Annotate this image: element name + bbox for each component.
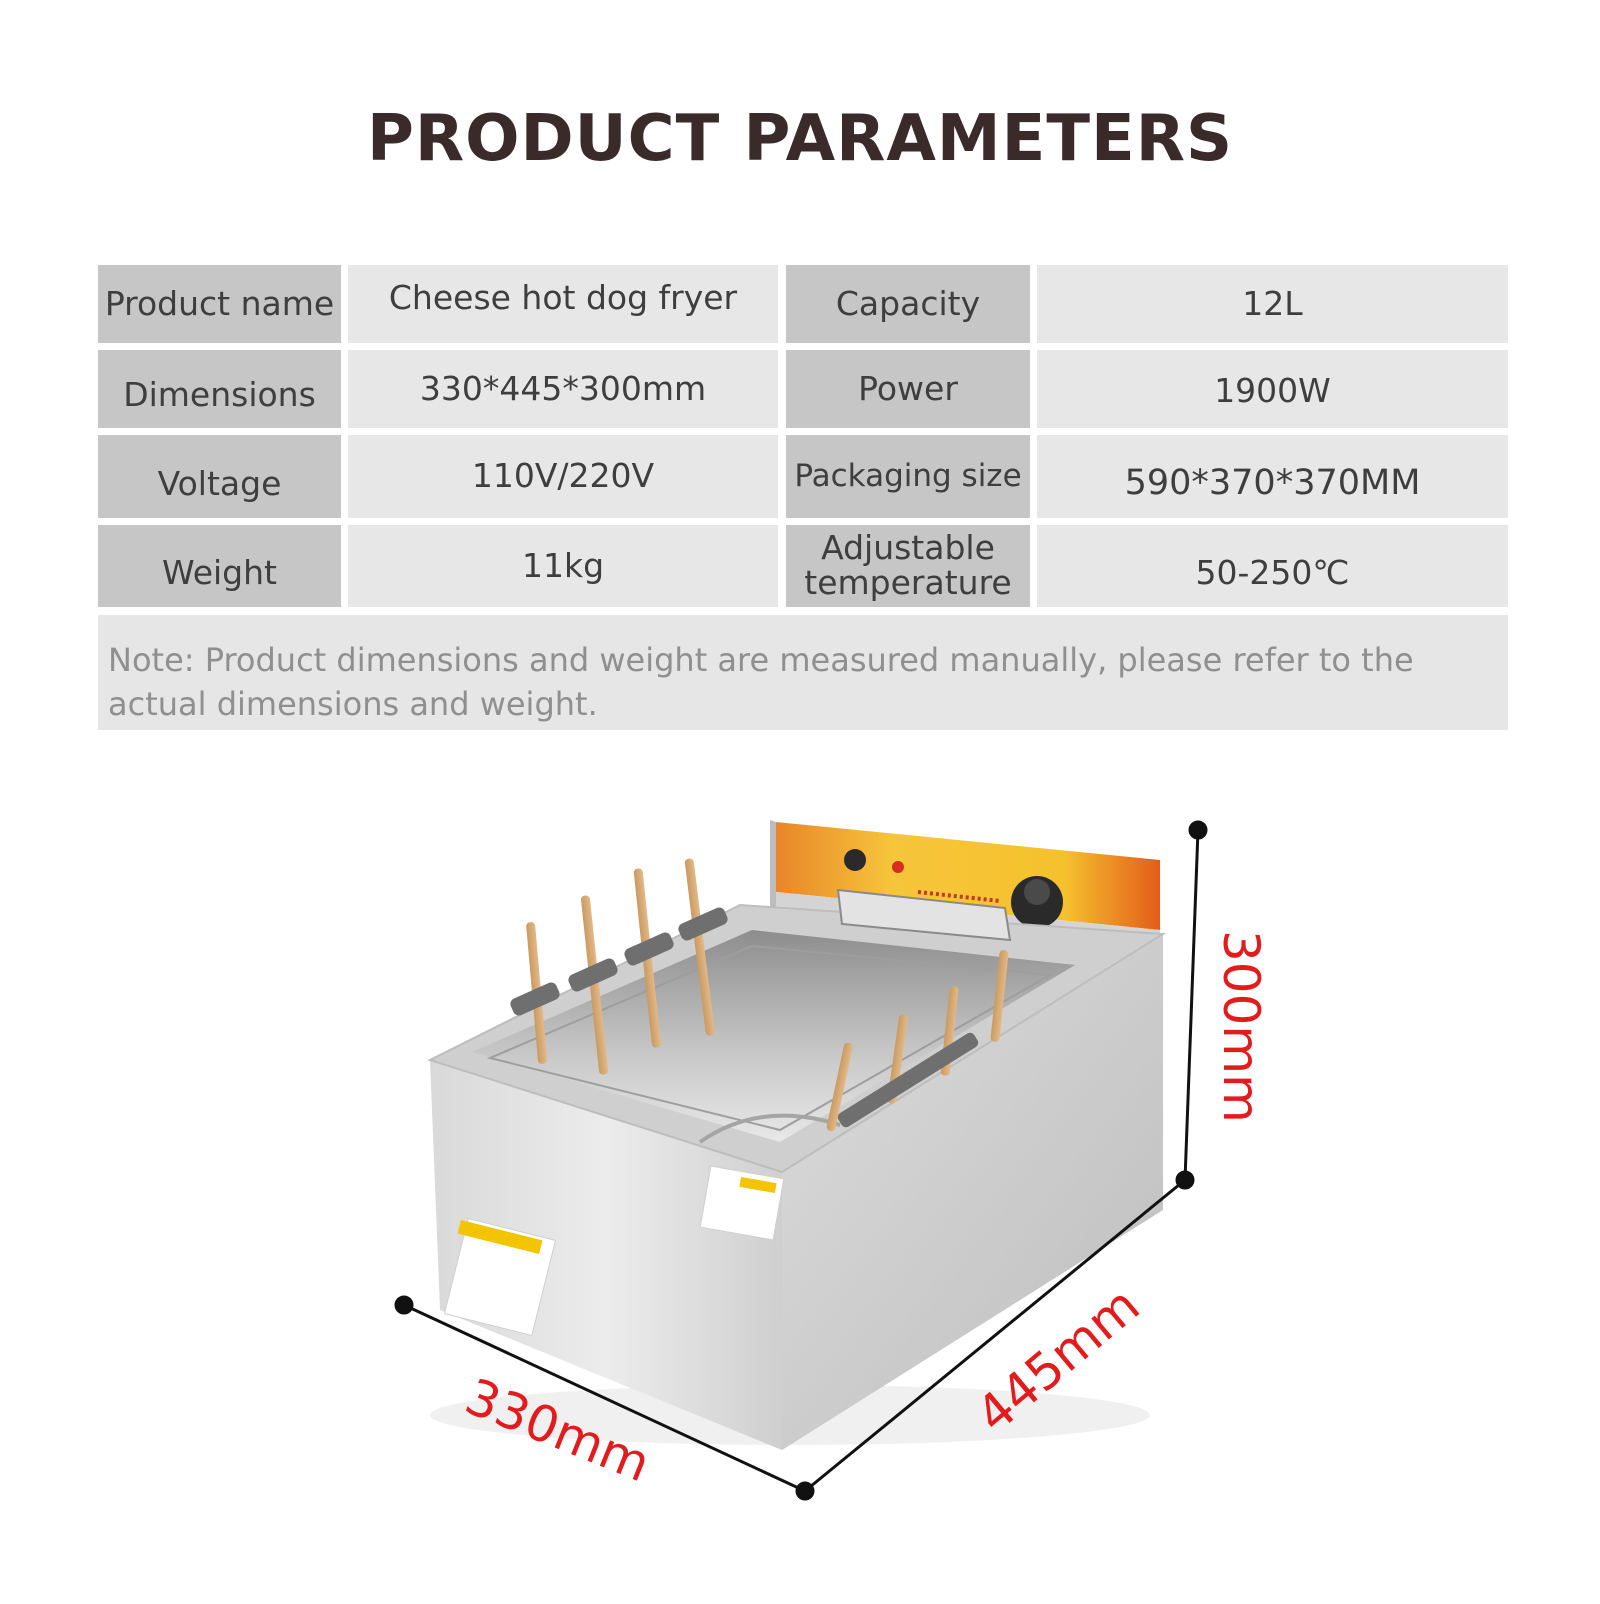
label-power: Power [786,350,1030,428]
parameters-table: Product name Cheese hot dog fryer Capaci… [98,265,1508,730]
value-dimensions: 330*445*300mm [348,350,778,428]
fryer-side-face [782,934,1163,1450]
basket-handle [836,888,1012,942]
label-temperature-line2: temperature [804,563,1012,602]
label-product-name: Product name [98,265,341,343]
oil-tank [472,930,1075,1142]
timer-knob-icon [844,849,866,871]
measurement-note: Note: Product dimensions and weight are … [98,615,1508,730]
page-title: PRODUCT PARAMETERS [366,102,1234,176]
label-dimensions: Dimensions [98,350,341,428]
height-dimension-label: 300mm [1212,930,1270,1123]
label-temperature-line1: Adjustable [821,528,995,568]
product-figure: 300mm 445mm 330mm [0,770,1600,1600]
label-adjustable-temperature: Adjustable temperature [786,525,1030,607]
label-weight: Weight [98,525,341,607]
note-line-2: actual dimensions and weight. [108,685,598,723]
value-weight: 11kg [348,525,778,607]
label-capacity: Capacity [786,265,1030,343]
value-product-name: Cheese hot dog fryer [348,265,778,343]
value-packaging-size: 590*370*370MM [1037,435,1508,518]
indicator-light-icon [892,861,904,873]
stick-clips [510,907,979,1128]
dimension-lines [394,820,1208,1501]
value-power: 1900W [1037,350,1508,428]
value-voltage: 110V/220V [348,435,778,518]
fryer-illustration: 300mm 445mm 330mm [394,820,1270,1501]
label-voltage: Voltage [98,435,341,518]
label-packaging-size: Packaging size [786,435,1030,518]
fryer-front-face [430,1060,782,1450]
note-line-1: Note: Product dimensions and weight are … [108,641,1414,679]
value-temperature: 50-250℃ [1037,525,1508,607]
value-capacity: 12L [1037,265,1508,343]
